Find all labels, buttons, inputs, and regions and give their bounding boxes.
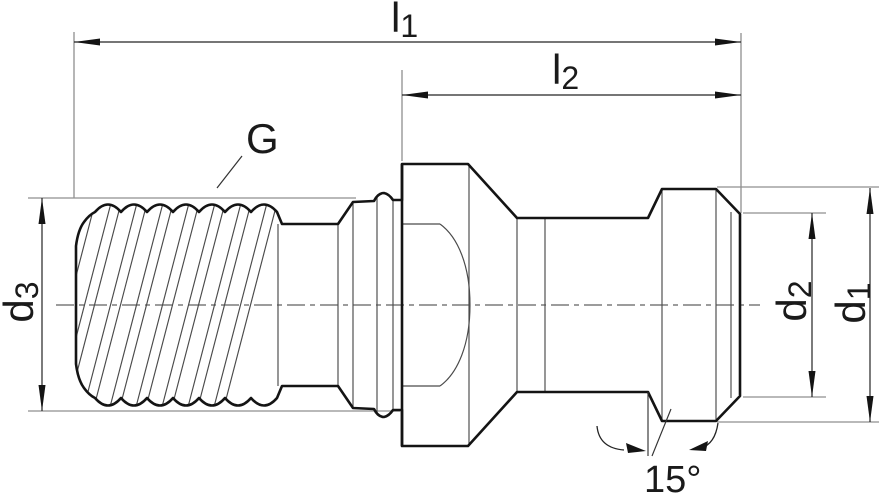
d2-label: d2 bbox=[768, 280, 818, 321]
dimension-d3: d3 bbox=[0, 198, 46, 411]
arrowhead-top bbox=[866, 188, 874, 214]
dimension-l2: l2 bbox=[402, 46, 741, 99]
arrowhead-right bbox=[715, 91, 741, 99]
g-label: G bbox=[246, 115, 279, 162]
d3-label: d3 bbox=[0, 281, 45, 322]
l1-label: l1 bbox=[391, 0, 418, 44]
flange-sphere-arc bbox=[439, 223, 471, 387]
dimension-d2: d2 bbox=[768, 213, 818, 397]
part-edge-lines bbox=[277, 164, 732, 446]
l2-label: l2 bbox=[552, 46, 579, 96]
dimension-l1: l1 bbox=[74, 0, 741, 46]
extension-lines bbox=[28, 32, 879, 423]
d1-label: d1 bbox=[827, 282, 877, 323]
arrowhead-bottom bbox=[808, 371, 816, 397]
thread-designation: G bbox=[216, 115, 279, 189]
dimension-d1: d1 bbox=[827, 188, 877, 422]
arrowhead-left bbox=[74, 38, 100, 46]
part-outline bbox=[74, 162, 742, 448]
arrowhead-top bbox=[38, 198, 46, 224]
angle-slant-line bbox=[651, 408, 672, 457]
angle-arrowhead-right bbox=[689, 441, 708, 451]
g-leader-line bbox=[216, 155, 243, 189]
arrowhead-left bbox=[402, 91, 428, 99]
arrowhead-top bbox=[808, 213, 816, 239]
arrowhead-bottom bbox=[866, 396, 874, 422]
angle-arrowhead-left bbox=[626, 443, 646, 453]
arrowhead-right bbox=[715, 38, 741, 46]
angle-arc-left bbox=[596, 425, 625, 451]
angle-label: 15° bbox=[644, 459, 701, 497]
silhouette bbox=[74, 162, 742, 448]
chamfer-angle-annotation: 15° bbox=[596, 392, 719, 497]
arrowhead-bottom bbox=[38, 385, 46, 411]
